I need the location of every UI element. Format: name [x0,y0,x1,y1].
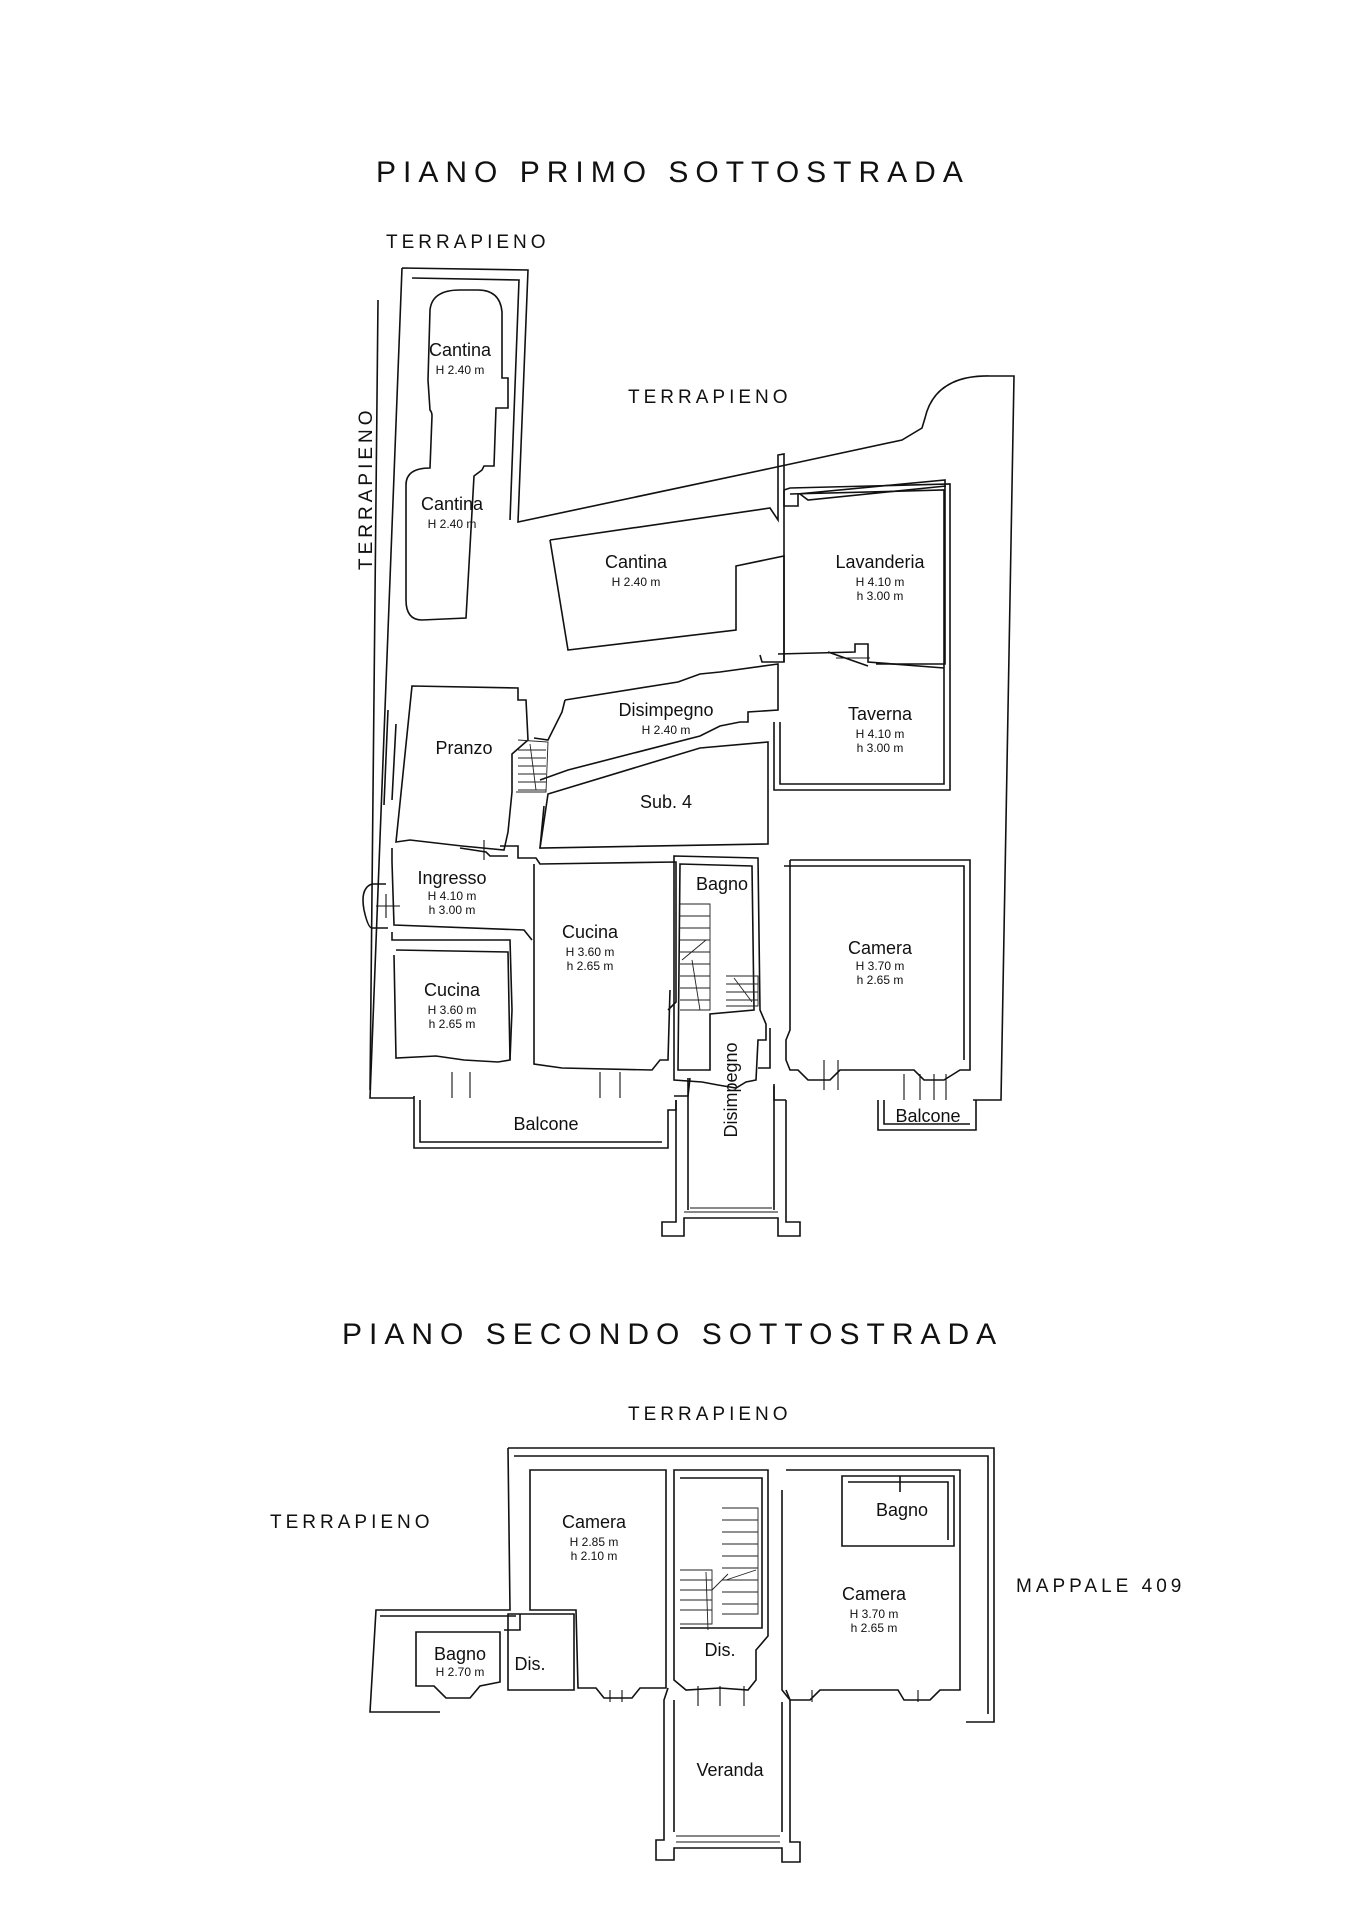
room-height-min: h 3.00 m [857,741,904,755]
label-terrapieno-lower-top: TERRAPIENO [628,1404,792,1425]
room-height: H 4.10 m [856,727,905,741]
label-terrapieno-left: TERRAPIENO [356,406,377,570]
lower-floor-walls [369,1447,995,1863]
room-height-min: h 2.65 m [429,1017,476,1031]
room-height: H 2.40 m [436,363,485,377]
room-height: H 3.60 m [428,1003,477,1017]
room-name: Cantina [605,552,668,572]
room-name: Dis. [705,1640,736,1660]
room-height-min: h 3.00 m [857,589,904,603]
room-height: H 4.10 m [856,575,905,589]
room-name: Pranzo [435,738,492,758]
room-name: Cantina [421,494,484,514]
floor-title-primo: PIANO PRIMO SOTTOSTRADA [376,156,970,189]
room-height-min: h 2.65 m [851,1621,898,1635]
room-height: H 3.70 m [850,1607,899,1621]
room-name: Ingresso [417,868,486,888]
room-height: H 2.40 m [612,575,661,589]
label-terrapieno-lower-left: TERRAPIENO [270,1512,434,1533]
room-height: H 3.70 m [856,959,905,973]
room-height: H 2.40 m [642,723,691,737]
room-height-min: h 2.10 m [571,1549,618,1563]
room-name: Cucina [562,922,619,942]
room-height: H 2.70 m [436,1665,485,1679]
label-terrapieno-top: TERRAPIENO [386,232,550,253]
room-name: Lavanderia [835,552,925,572]
room-height: H 2.40 m [428,517,477,531]
upper-floor-room-labels: Cantina H 2.40 m Cantina H 2.40 m Cantin… [417,340,960,1138]
label-mappale: MAPPALE 409 [1016,1576,1185,1597]
room-height: H 2.85 m [570,1535,619,1549]
room-name: Camera [848,938,913,958]
room-name: Disimpegno [618,700,713,720]
room-name: Bagno [434,1644,486,1664]
room-height-min: h 2.65 m [567,959,614,973]
floor-title-secondo: PIANO SECONDO SOTTOSTRADA [342,1318,1003,1351]
room-name: Bagno [876,1500,928,1520]
room-name: Sub. 4 [640,792,692,812]
room-name: Disimpegno [721,1042,741,1137]
lower-floor-room-labels: Camera H 2.85 m h 2.10 m Bagno Camera H … [434,1500,928,1780]
room-name: Taverna [848,704,913,724]
room-height-min: h 3.00 m [429,903,476,917]
label-terrapieno-mid: TERRAPIENO [628,387,792,408]
room-height: H 4.10 m [428,889,477,903]
room-name: Cucina [424,980,481,1000]
room-height: H 3.60 m [566,945,615,959]
room-height-min: h 2.65 m [857,973,904,987]
room-name: Cantina [429,340,492,360]
upper-floor-walls [362,267,1015,1237]
room-name: Camera [562,1512,627,1532]
room-name: Bagno [696,874,748,894]
room-name: Camera [842,1584,907,1604]
room-name: Veranda [696,1760,764,1780]
room-name: Balcone [513,1114,578,1134]
room-name: Dis. [515,1654,546,1674]
room-name: Balcone [895,1106,960,1126]
